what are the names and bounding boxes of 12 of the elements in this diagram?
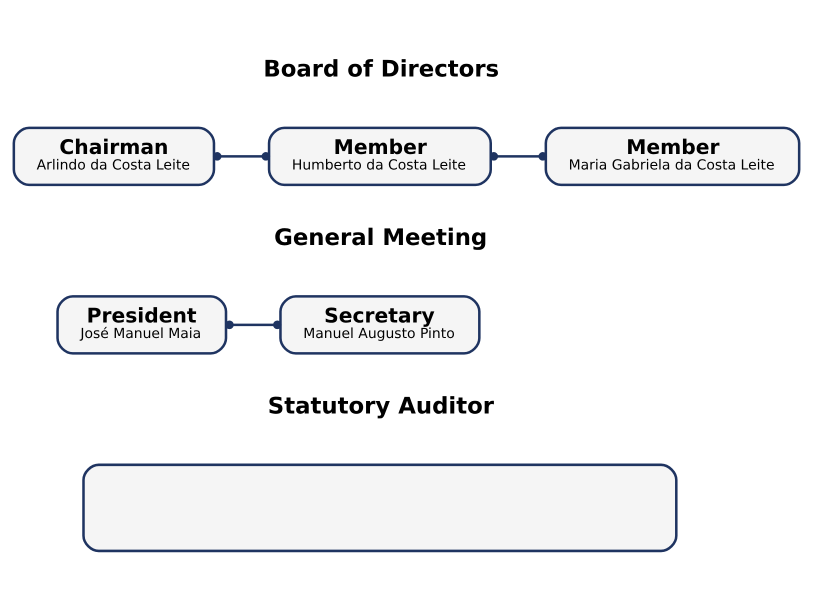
- label: Board of Directors: [263, 56, 500, 82]
- node-box: Member Maria Gabriela da Costa Leite: [544, 126, 800, 186]
- node-box: Member Humberto da Costa Leite: [268, 126, 492, 186]
- node-box: Secretary Manuel Augusto Pinto: [279, 294, 481, 354]
- node-box: President José Manuel Maia: [56, 294, 228, 354]
- connector: [225, 320, 282, 329]
- connector: [212, 152, 270, 160]
- label: General Meeting: [274, 224, 488, 250]
- label: Statutory Auditor: [268, 392, 494, 419]
- node-box: Chairman Arlindo da Costa Leite: [12, 126, 216, 186]
- connector: [490, 152, 548, 160]
- node-box: [82, 463, 678, 552]
